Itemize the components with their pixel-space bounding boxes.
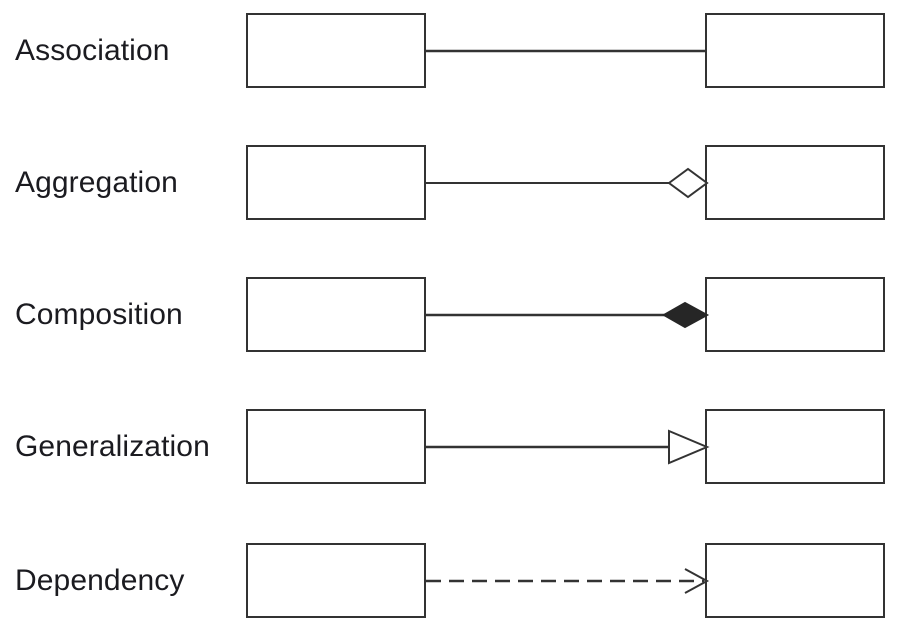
connector-dependency	[426, 568, 710, 594]
connector-aggregation	[426, 167, 709, 199]
connector-generalization	[426, 429, 710, 465]
class-box-target	[705, 145, 885, 220]
relationship-label-association: Association	[15, 33, 170, 67]
relationship-row-aggregation: Aggregation	[0, 145, 904, 277]
relationship-label-aggregation: Aggregation	[15, 165, 178, 199]
class-box-source	[246, 13, 426, 88]
class-box-target	[705, 543, 885, 618]
relationship-row-generalization: Generalization	[0, 409, 904, 541]
relationship-row-dependency: Dependency	[0, 543, 904, 640]
class-box-target	[705, 277, 885, 352]
hollow-diamond-icon	[667, 167, 709, 199]
open-arrow-icon	[684, 568, 710, 594]
class-box-source	[246, 145, 426, 220]
filled-diamond-icon	[661, 301, 710, 329]
hollow-triangle-icon	[668, 429, 710, 465]
class-box-source	[246, 277, 426, 352]
relationship-label-dependency: Dependency	[15, 563, 185, 597]
relationship-row-association: Association	[0, 13, 904, 145]
class-box-target	[705, 13, 885, 88]
relationship-label-composition: Composition	[15, 297, 183, 331]
class-box-source	[246, 409, 426, 484]
relationship-label-generalization: Generalization	[15, 429, 210, 463]
class-box-source	[246, 543, 426, 618]
relationship-row-composition: Composition	[0, 277, 904, 409]
connector-association	[426, 49, 707, 53]
connector-composition	[426, 301, 710, 329]
class-box-target	[705, 409, 885, 484]
